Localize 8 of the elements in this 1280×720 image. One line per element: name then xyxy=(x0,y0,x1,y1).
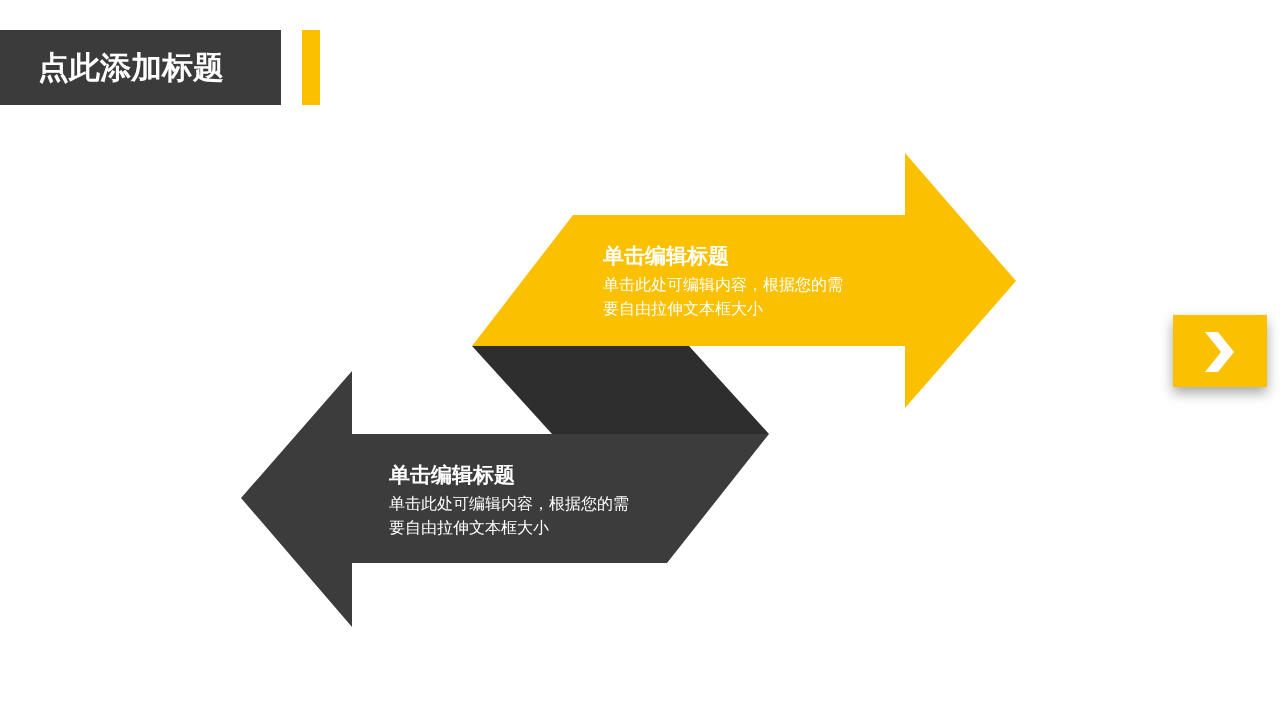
left-arrow-shape xyxy=(241,371,769,627)
arrow-heading: 单击编辑标题 xyxy=(603,243,729,270)
arrow-description: 单击此处可编辑内容，根据您的需要自由拉伸文本框大小 xyxy=(389,493,630,539)
right-arrow-shape xyxy=(472,153,1016,408)
arrow-description: 单击此处可编辑内容，根据您的需要自由拉伸文本框大小 xyxy=(603,274,844,320)
title-banner: 点此添加标题 xyxy=(0,30,281,105)
arrow-heading: 单击编辑标题 xyxy=(389,462,515,489)
fold-shape xyxy=(472,346,769,434)
